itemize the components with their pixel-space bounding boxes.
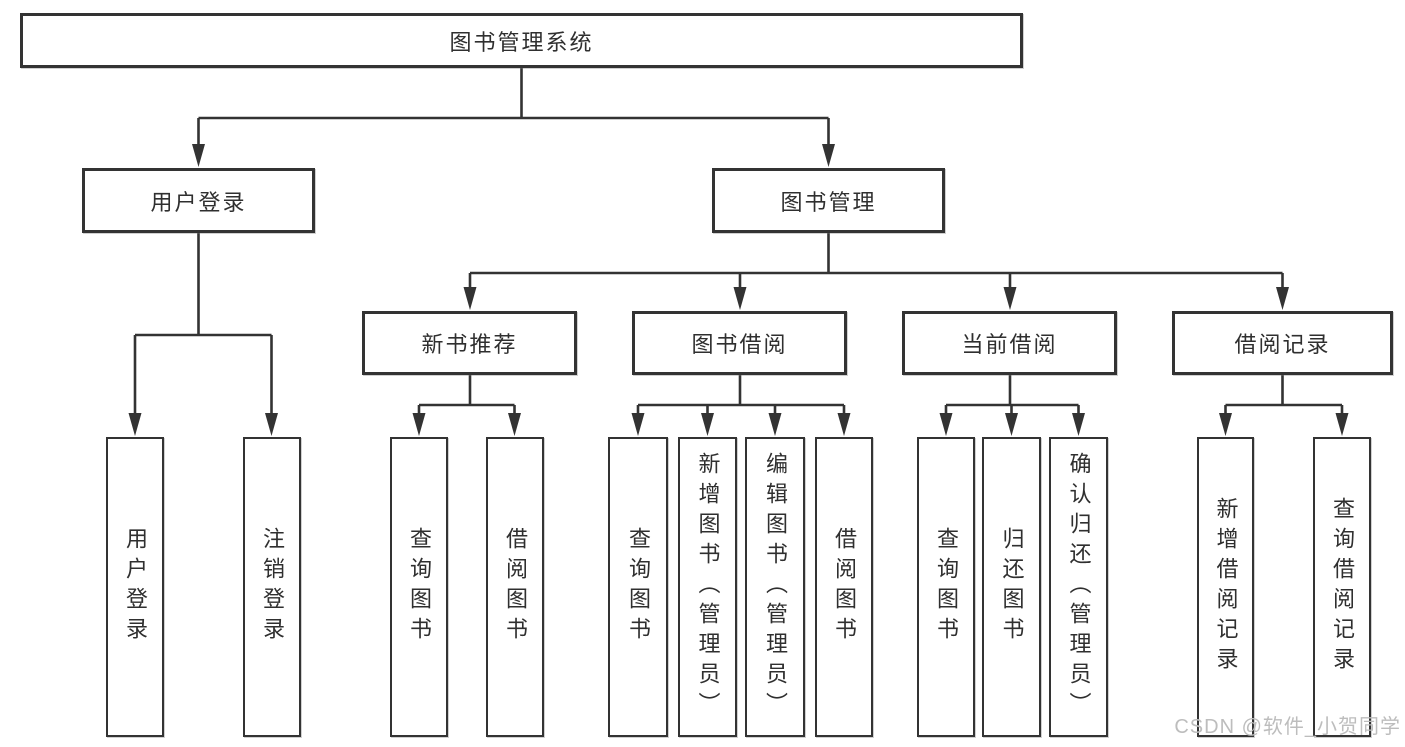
leaf-current-query-label: 查询图书 (934, 527, 959, 647)
leaf-current-confirm: 确认归还（管理员） (1049, 437, 1108, 737)
edge-bookborrow-to-leaves (636, 375, 846, 414)
leaf-logout-label: 注销登录 (260, 527, 285, 647)
edge-root-to-level2 (197, 68, 830, 146)
arrow-down-icon (463, 287, 477, 310)
edge-bookmgmt-to-level3 (468, 233, 1284, 288)
arrow-down-icon (1335, 413, 1349, 436)
node-borrow-record: 借阅记录 (1172, 311, 1393, 375)
leaf-record-query: 查询借阅记录 (1313, 437, 1371, 737)
arrow-down-icon (265, 413, 278, 436)
node-current-borrow: 当前借阅 (902, 311, 1117, 375)
arrow-down-icon (1276, 287, 1289, 310)
leaf-current-return-label: 归还图书 (999, 527, 1025, 647)
leaf-newbook-borrow: 借阅图书 (486, 437, 544, 737)
leaf-borrow-add-label: 新增图书（管理员） (695, 452, 721, 722)
leaf-newbook-borrow-label: 借阅图书 (503, 527, 528, 647)
leaf-borrow-borrow-label: 借阅图书 (832, 527, 857, 647)
leaf-logout: 注销登录 (243, 437, 301, 737)
leaf-newbook-query: 查询图书 (390, 437, 448, 737)
arrow-down-icon (508, 413, 521, 436)
node-root: 图书管理系统 (20, 13, 1023, 68)
edge-borrowrecord-to-leaves (1224, 375, 1344, 414)
arrow-down-icon (1005, 413, 1018, 436)
leaf-borrow-add: 新增图书（管理员） (678, 437, 737, 737)
leaf-current-query: 查询图书 (917, 437, 975, 737)
csdn-watermark: CSDN @软件_小贺同学 (1174, 716, 1401, 738)
leaf-user-login-label: 用户登录 (123, 527, 148, 647)
arrow-down-icon (939, 413, 953, 436)
leaf-current-confirm-label: 确认归还（管理员） (1066, 452, 1092, 722)
leaf-borrow-query-label: 查询图书 (626, 527, 651, 647)
arrow-down-icon (837, 413, 851, 436)
leaf-borrow-edit-label: 编辑图书（管理员） (763, 452, 788, 722)
leaf-newbook-query-label: 查询图书 (407, 527, 432, 647)
edge-newbook-to-leaves (417, 375, 516, 414)
arrow-down-icon (1219, 413, 1232, 436)
arrow-down-icon (768, 413, 782, 436)
leaf-record-add-label: 新增借阅记录 (1213, 497, 1239, 677)
leaf-borrow-edit: 编辑图书（管理员） (745, 437, 805, 737)
leaf-borrow-borrow: 借阅图书 (815, 437, 873, 737)
arrow-down-icon (733, 287, 747, 310)
arrow-down-icon (631, 413, 645, 436)
leaf-user-login: 用户登录 (106, 437, 164, 737)
arrow-down-icon (1003, 287, 1017, 310)
leaf-current-return: 归还图书 (982, 437, 1041, 737)
arrow-down-icon (128, 413, 142, 436)
node-new-book-recommend: 新书推荐 (362, 311, 577, 375)
node-book-management: 图书管理 (712, 168, 945, 233)
arrow-down-icon (412, 413, 426, 436)
arrow-down-icon (701, 413, 714, 436)
node-user-login: 用户登录 (82, 168, 315, 233)
arrow-down-icon (192, 144, 205, 167)
leaf-record-add: 新增借阅记录 (1197, 437, 1254, 737)
edge-currentborrow-to-leaves (944, 375, 1080, 414)
arrow-down-icon (1072, 413, 1085, 436)
edge-userlogin-to-leaves (133, 233, 273, 414)
leaf-borrow-query: 查询图书 (608, 437, 668, 737)
node-book-borrow: 图书借阅 (632, 311, 847, 375)
arrow-down-icon (822, 144, 835, 167)
leaf-record-query-label: 查询借阅记录 (1330, 497, 1355, 677)
